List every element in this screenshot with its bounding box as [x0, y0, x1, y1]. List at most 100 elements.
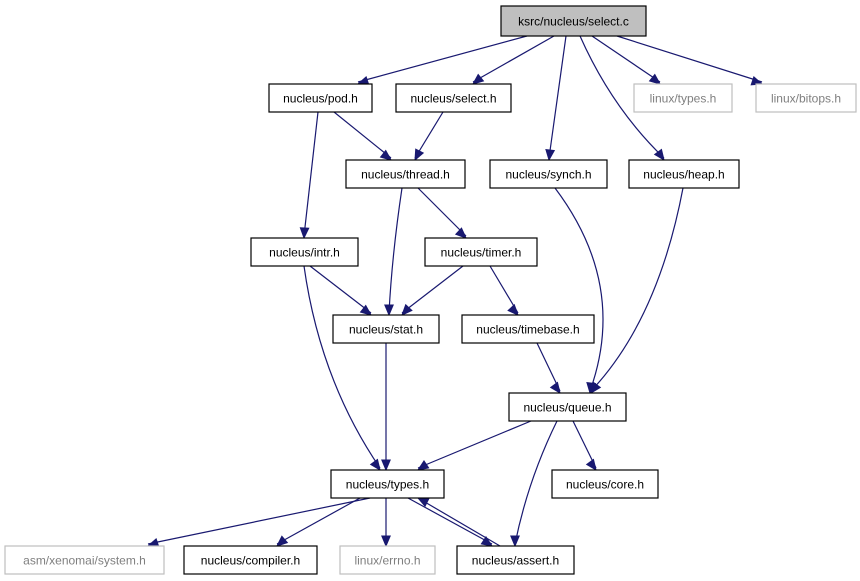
node-label: nucleus/heap.h [643, 168, 724, 182]
edge-line [407, 497, 493, 545]
node-core-h[interactable]: nucleus/core.h [551, 469, 659, 499]
arrow-head-icon [653, 148, 665, 162]
node-box [461, 314, 595, 344]
edge-line [417, 420, 532, 469]
node-errno-h[interactable]: linux/errno.h [339, 545, 436, 575]
node-system-h[interactable]: asm/xenomai/system.h [4, 545, 165, 575]
edge-line [548, 35, 567, 159]
node-label: nucleus/timer.h [441, 246, 522, 260]
node-box [500, 5, 647, 37]
edge-line [616, 35, 763, 83]
node-linux-types-h[interactable]: linux/types.h [633, 83, 733, 113]
arrow-head-icon [384, 304, 394, 317]
node-box [250, 237, 359, 267]
node-synch-h[interactable]: nucleus/synch.h [489, 159, 608, 189]
arrow-head-icon [359, 304, 373, 316]
arrow-head-icon [381, 535, 391, 548]
node-label: nucleus/compiler.h [201, 554, 300, 568]
edge-pod-h-to-intr-h [299, 111, 319, 240]
edge-select-c-to-heap-h [579, 35, 665, 162]
arrow-head-icon [299, 227, 310, 240]
edge-line [276, 497, 361, 545]
edge-line [147, 497, 371, 545]
node-thread-h[interactable]: nucleus/thread.h [345, 159, 466, 189]
edge-select-c-to-linux-types-h [591, 35, 662, 85]
edge-synch-h-to-queue-h [554, 187, 604, 395]
node-select-c: ksrc/nucleus/select.c [500, 5, 647, 37]
edge-intr-h-to-stat-h [309, 265, 373, 316]
edge-timer-h-to-timebase-h [489, 265, 519, 316]
node-queue-h[interactable]: nucleus/queue.h [508, 392, 627, 422]
edge-line [414, 111, 444, 159]
arrow-head-icon [545, 149, 556, 162]
nodes-layer: ksrc/nucleus/select.c nucleus/pod.h nucleu… [4, 5, 857, 575]
node-label: ksrc/nucleus/select.c [518, 15, 629, 29]
arrow-head-icon [369, 458, 381, 472]
node-heap-h[interactable]: nucleus/heap.h [628, 159, 740, 189]
edge-line [333, 111, 392, 159]
edge-line [303, 265, 381, 469]
arrow-head-icon [381, 459, 391, 472]
arrow-head-icon [276, 535, 289, 547]
node-box [456, 545, 575, 575]
node-label: nucleus/stat.h [349, 323, 423, 337]
node-assert-h[interactable]: nucleus/assert.h [456, 545, 575, 575]
edge-types-h-to-errno-h [381, 498, 391, 548]
node-box [345, 159, 466, 189]
node-label: linux/bitops.h [771, 92, 841, 106]
node-label: nucleus/queue.h [523, 401, 611, 415]
arrow-head-icon [507, 303, 519, 316]
node-box [395, 83, 512, 113]
edge-select-c-to-select-h [471, 35, 555, 85]
node-box [755, 83, 857, 113]
edge-queue-h-to-assert-h [510, 420, 558, 548]
arrow-head-icon [454, 227, 467, 239]
arrow-head-icon [379, 149, 393, 161]
edge-select-c-to-synch-h [545, 35, 567, 162]
node-label: linux/errno.h [354, 554, 420, 568]
node-linux-bitops-h[interactable]: linux/bitops.h [755, 83, 857, 113]
node-compiler-h[interactable]: nucleus/compiler.h [183, 545, 318, 575]
edge-line [309, 265, 372, 314]
edge-line [579, 35, 665, 159]
node-intr-h[interactable]: nucleus/intr.h [250, 237, 359, 267]
node-box [268, 83, 373, 113]
node-label: nucleus/assert.h [472, 554, 559, 568]
edge-timer-h-to-stat-h [401, 265, 464, 316]
edge-heap-h-to-queue-h [590, 187, 684, 395]
node-stat-h[interactable]: nucleus/stat.h [332, 314, 440, 344]
edge-select-h-to-thread-h [414, 111, 444, 162]
node-timer-h[interactable]: nucleus/timer.h [424, 237, 538, 267]
edge-line [401, 265, 464, 314]
node-label: linux/types.h [650, 92, 717, 106]
edge-thread-h-to-stat-h [384, 187, 403, 317]
node-timebase-h[interactable]: nucleus/timebase.h [461, 314, 595, 344]
arrow-head-icon [480, 536, 494, 547]
node-box [332, 314, 440, 344]
node-box [551, 469, 659, 499]
edge-queue-h-to-types-h [416, 420, 532, 471]
node-label: nucleus/intr.h [269, 246, 340, 260]
edge-types-h-to-assert-h [407, 497, 494, 547]
edge-assert-h-to-types-h [416, 497, 501, 547]
node-select-h[interactable]: nucleus/select.h [395, 83, 512, 113]
arrow-head-icon [414, 148, 425, 162]
arrow-head-icon [648, 73, 662, 85]
node-pod-h[interactable]: nucleus/pod.h [268, 83, 373, 113]
node-label: nucleus/types.h [346, 478, 429, 492]
arrow-head-icon [416, 460, 430, 471]
node-box [4, 545, 165, 575]
edge-types-h-to-system-h [146, 497, 371, 548]
node-types-h[interactable]: nucleus/types.h [330, 469, 445, 499]
node-box [508, 392, 627, 422]
edge-types-h-to-compiler-h [276, 497, 361, 547]
edge-line [591, 35, 661, 83]
edge-timebase-h-to-queue-h [536, 342, 561, 395]
edge-pod-h-to-thread-h [333, 111, 393, 161]
node-box [633, 83, 733, 113]
arrow-head-icon [401, 303, 413, 316]
edges-layer [146, 35, 764, 548]
arrow-head-icon [585, 458, 597, 472]
node-label: nucleus/synch.h [505, 168, 591, 182]
